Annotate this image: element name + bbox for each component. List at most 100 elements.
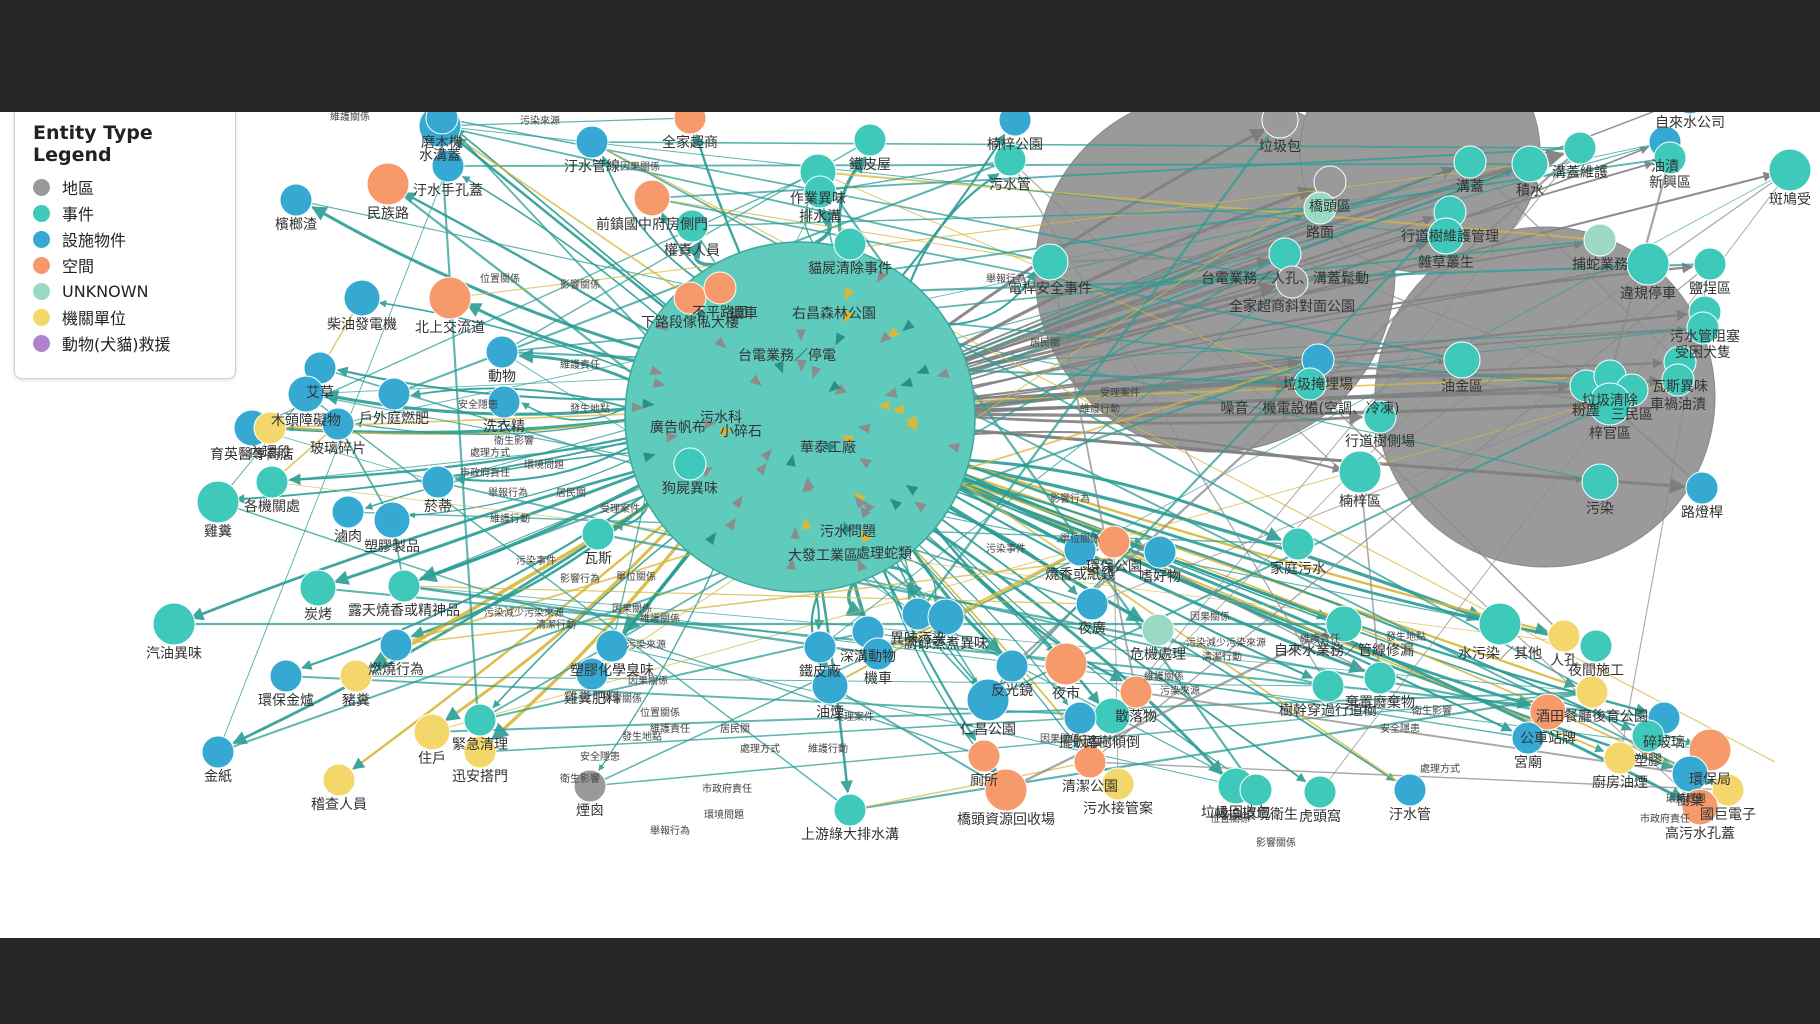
graph-node [463,735,497,769]
legend-item-animal-rescue[interactable]: 動物(犬貓)救援 [33,330,171,356]
relation-label: 污染減少污染來源 [484,606,564,619]
graph-node [201,735,235,769]
entity-type-legend: Entity Type Legend 地區 事件 設施物件 空間 UNKNOWN… [14,112,236,379]
relation-label: 污染事件 [986,542,1026,555]
node-label: 水污染／其他 [1458,646,1542,662]
relation-label: 處理方式 [740,742,780,755]
node-label: 狗屍異味 [662,481,718,497]
relation-label: 處理方式 [1420,762,1460,775]
relation-label: 舉報行為 [488,486,528,499]
graph-node [803,175,837,209]
relation-label: 維護責任 [560,358,600,371]
node-label: 嗜好物 [1139,569,1181,585]
graph-node [1581,463,1619,501]
graph-node [1141,613,1175,647]
graph-edge [395,551,1161,646]
node-label: 各機關處 [244,499,300,515]
graph-node [833,793,867,827]
graph-node [861,637,895,671]
edge-arrowhead [859,505,871,519]
graph-edge [431,379,1679,733]
graph-edge [521,402,626,421]
graph-edge [1469,161,1681,363]
legend-item-facility[interactable]: 設施物件 [33,226,171,252]
node-label: 三民區 [1611,407,1653,423]
graph-edge [462,175,659,317]
relation-label: 衛生影響 [560,772,600,785]
legend-swatch [33,308,50,326]
graph-edge [518,348,630,382]
graph-node [1579,629,1613,663]
legend-label: 事件 [62,205,95,224]
node-label: 路樹傾倒 [1084,735,1140,751]
legend-list: 地區 事件 設施物件 空間 UNKNOWN 機關單位 動物(犬貓)救援 [33,174,171,356]
edge-arrowhead [796,329,806,342]
hub-label: 污水科 [700,410,742,426]
legend-item-agency[interactable]: 機關單位 [33,304,171,330]
edge-arrowhead [760,448,773,462]
graph-node [1681,788,1719,826]
relation-label: 受理案件 [600,502,640,515]
knowledge-graph[interactable]: 維護關係污染來源因果關係影響關係位置關係維護責任發生地點安全隱患衛生影響處理方式… [0,112,1820,938]
relation-label: 安全隱患 [580,750,620,763]
edge-arrowhead [643,452,657,463]
node-label: 滷肉 [334,529,362,545]
node-label: 油漬 [1651,159,1679,175]
node-label: 前鎮國中府房側門 [596,216,708,233]
node-label: 汙水管線 [564,159,620,175]
node-label: 宮廟 [1514,754,1542,771]
node-label: 菸蒂 [424,499,452,515]
graph-node [425,112,459,135]
graph-edge [967,464,1548,635]
graph-node [1101,767,1135,801]
graph-node [1268,237,1302,271]
graph-edge [817,171,1311,385]
node-label: 稽查人員 [311,797,367,813]
graph-node [1575,675,1609,709]
relation-label: 市政府責任 [702,782,752,795]
graph-edge [217,165,449,753]
graph-edge [955,495,1313,679]
node-label: 新興區 [1649,175,1691,191]
node-label: 北上交流道 [415,319,485,336]
node-label: 樹葉 [1676,793,1704,809]
edge-arrowhead [891,404,905,415]
graph-node [1063,533,1097,567]
node-label: 塑膠化學臭味 [570,663,654,679]
node-label: 路面 [1306,225,1334,241]
graph-node [1693,247,1727,281]
node-label: 全家超商斜對面公園 [1229,298,1355,315]
edge-arrowhead [843,521,853,535]
graph-canvas[interactable]: 維護關係污染來源因果關係影響關係位置關係維護責任發生地點安全隱患衛生影響處理方式… [0,112,1820,938]
legend-item-region[interactable]: 地區 [33,174,171,200]
relation-label: 衛生影響 [1412,704,1452,717]
node-label: 油煙 [816,705,844,721]
edge-arrowhead [719,427,733,437]
legend-item-space[interactable]: 空間 [33,252,171,278]
graph-edge [819,281,1293,648]
edge-arrowhead [879,331,892,344]
graph-edge [591,141,1581,149]
graph-node [387,569,421,603]
relation-label: 因果關係 [628,675,668,687]
graph-node [1261,112,1299,139]
graph-edge [355,419,626,435]
graph-node [1583,223,1617,257]
hub-label: 污水問題 [820,524,876,540]
relation-label: 發生地點 [570,402,610,415]
graph-node [421,465,455,499]
node-label: 污水管阻塞 [1670,328,1740,345]
edge-arrowhead [857,423,871,434]
node-label: 內環段 [249,445,291,461]
legend-item-unknown[interactable]: UNKNOWN [33,278,171,304]
graph-node [1626,242,1670,286]
edge-arrowhead [828,380,841,393]
graph-node [431,149,465,183]
node-label: 雜草叢生 [1418,255,1474,271]
legend-swatch [33,256,50,274]
node-label: 橋頭區 [1309,199,1351,215]
legend-item-event[interactable]: 事件 [33,200,171,226]
edge-arrowhead [652,377,666,388]
edge-arrowhead [789,526,800,539]
relation-label: 發生地點 [622,730,662,743]
